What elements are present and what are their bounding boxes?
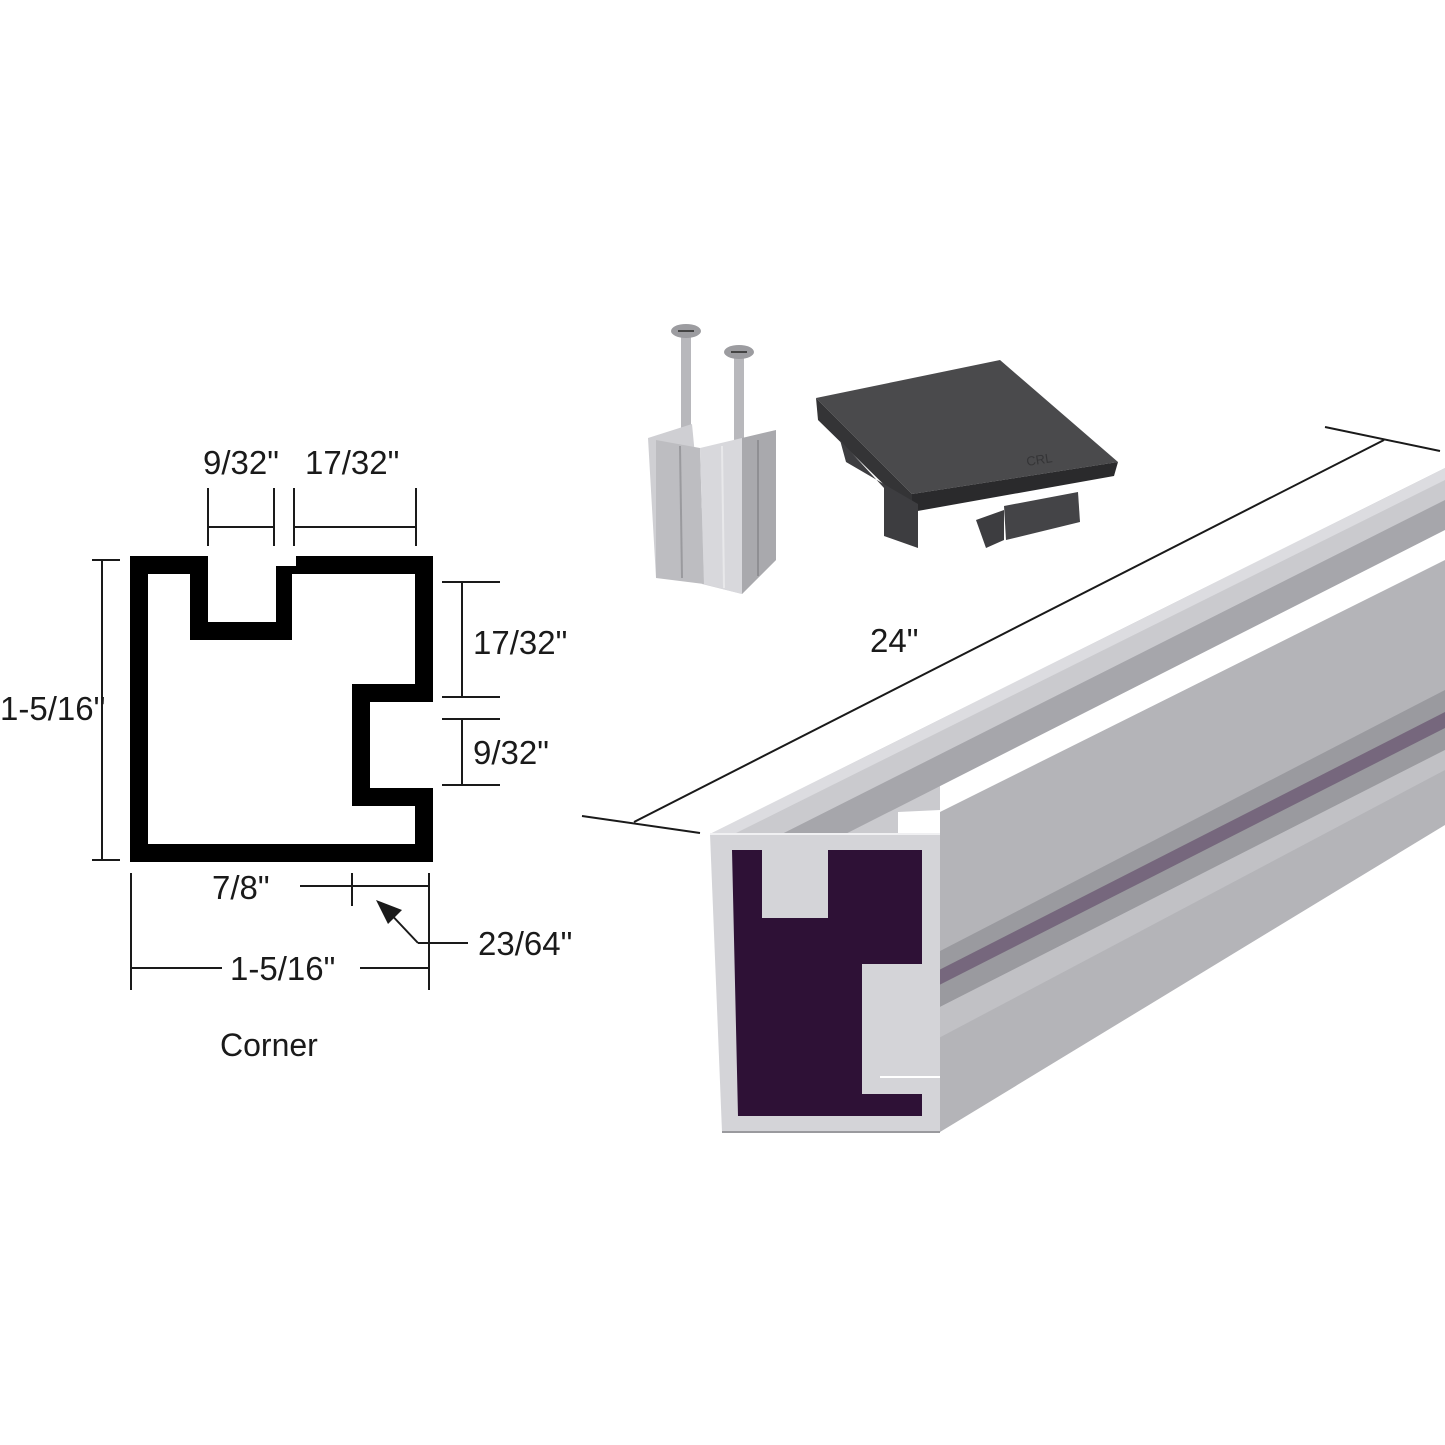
dimension-overall-height: 1-5/16" [0,559,120,861]
dimension-bottom-left: 7/8" [130,869,353,990]
right-slot-walls [352,684,415,806]
dimension-right-upper: 17/32" [442,581,567,698]
wall-arrowhead [376,900,402,924]
overall-height-label: 1-5/16" [0,690,105,727]
extruded-post [710,468,1445,1133]
length-label: 24" [870,622,918,659]
profile-caption: Corner [220,1027,318,1063]
profile-cross-section [130,556,433,862]
overall-width-label: 1-5/16" [230,950,335,987]
dimension-top-gap: 9/32" [203,444,279,546]
dimension-top-right: 17/32" [293,444,417,546]
top-right-label: 17/32" [305,444,399,481]
dimension-wall-thickness: 23/64" [352,873,572,990]
right-upper-label: 17/32" [473,624,567,661]
post-interior [732,850,922,1116]
top-slot [208,556,276,622]
wall-thickness-label: 23/64" [478,925,572,962]
bottom-left-label: 7/8" [212,869,270,906]
end-cap-embossing: CRL [1025,450,1053,469]
profile-inner [148,574,415,844]
top-slot-walls [190,574,292,640]
dimension-overall-width: 1-5/16" [131,950,429,987]
dimension-length: 24" [581,426,1441,834]
right-slot [370,702,433,788]
right-gap-label: 9/32" [473,734,549,771]
top-gap-label: 9/32" [203,444,279,481]
corner-connector-insert [648,324,776,594]
dimension-right-gap: 9/32" [442,718,549,786]
end-cap: CRL [816,360,1118,548]
